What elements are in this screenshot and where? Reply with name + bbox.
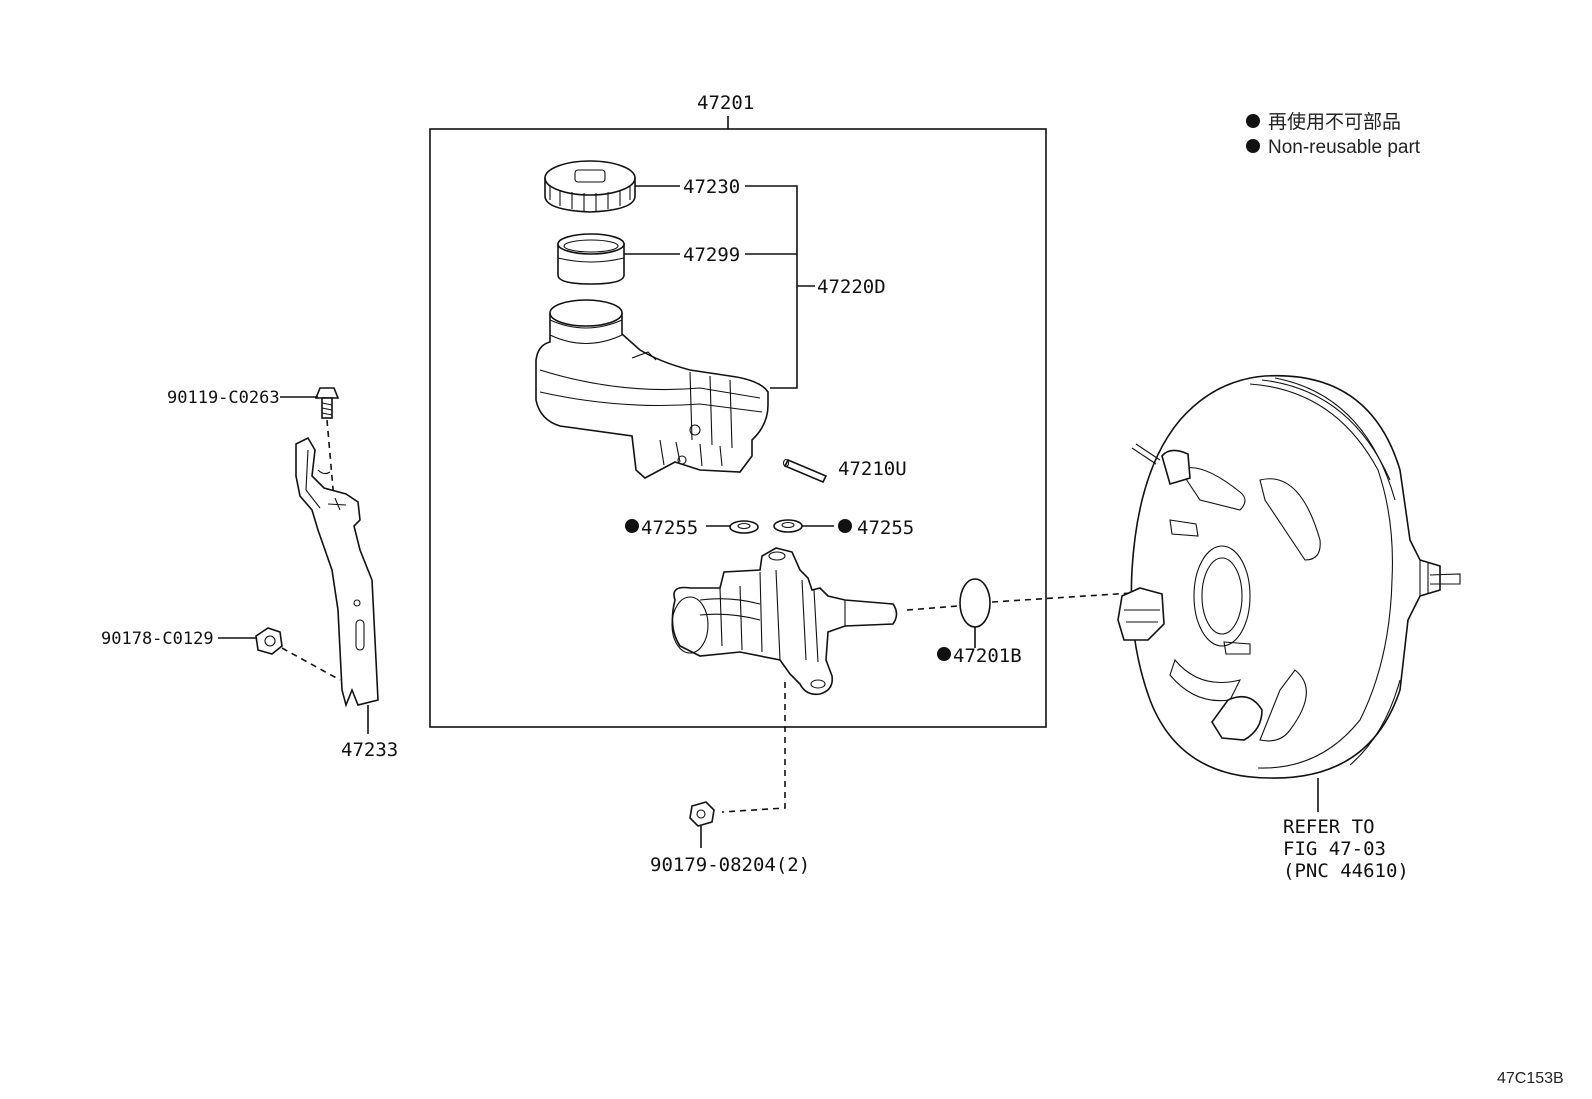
bolt bbox=[314, 387, 340, 419]
master-cylinder bbox=[671, 547, 898, 696]
grommet-right bbox=[773, 519, 803, 533]
callout-grommet-right: 47255 bbox=[857, 517, 914, 539]
reservoir-cap bbox=[544, 160, 636, 213]
callout-bracket-nut: 90178-C0129 bbox=[101, 629, 214, 649]
o-ring bbox=[959, 578, 991, 628]
cylinder-nut bbox=[689, 801, 715, 827]
non-reusable-mark-oring bbox=[937, 647, 951, 661]
booster-reference-line3: (PNC 44610) bbox=[1283, 860, 1409, 882]
brake-booster bbox=[1117, 374, 1461, 779]
callout-assembly: 47201 bbox=[697, 92, 754, 114]
assembly-box bbox=[429, 128, 1047, 728]
grommet-left bbox=[729, 520, 759, 534]
callout-grommet-left: 47255 bbox=[641, 517, 698, 539]
callout-bolt: 90119-C0263 bbox=[167, 388, 280, 408]
booster-reference-line1: REFER TO bbox=[1283, 816, 1375, 838]
reservoir-tank bbox=[535, 299, 769, 479]
callout-oring: 47201B bbox=[953, 645, 1022, 667]
legend-text-jp: 再使用不可部品 bbox=[1268, 111, 1401, 133]
callout-bracket: 47233 bbox=[341, 739, 398, 761]
legend-text-en: Non-reusable part bbox=[1268, 137, 1421, 158]
legend-bullet-en bbox=[1246, 139, 1260, 153]
callout-cap: 47230 bbox=[683, 176, 740, 198]
callout-pin: 47210U bbox=[838, 458, 907, 480]
reservoir-strainer bbox=[557, 233, 625, 285]
non-reusable-mark-grommet-right bbox=[838, 519, 852, 533]
callout-cylinder-nut: 90179-08204(2) bbox=[650, 854, 810, 876]
booster-reference-line2: FIG 47-03 bbox=[1283, 838, 1386, 860]
callout-strainer: 47299 bbox=[683, 244, 740, 266]
bracket-nut bbox=[255, 627, 283, 655]
non-reusable-mark-grommet-left bbox=[625, 519, 639, 533]
pin bbox=[782, 458, 828, 484]
figure-id: 47C153B bbox=[1497, 1070, 1564, 1087]
callout-reservoir-set: 47220D bbox=[817, 276, 886, 298]
assembly-group: 47201 bbox=[429, 92, 1047, 728]
bracket bbox=[295, 436, 379, 708]
legend: 再使用不可部品 Non-reusable part bbox=[1246, 111, 1421, 158]
legend-bullet-jp bbox=[1246, 114, 1260, 128]
